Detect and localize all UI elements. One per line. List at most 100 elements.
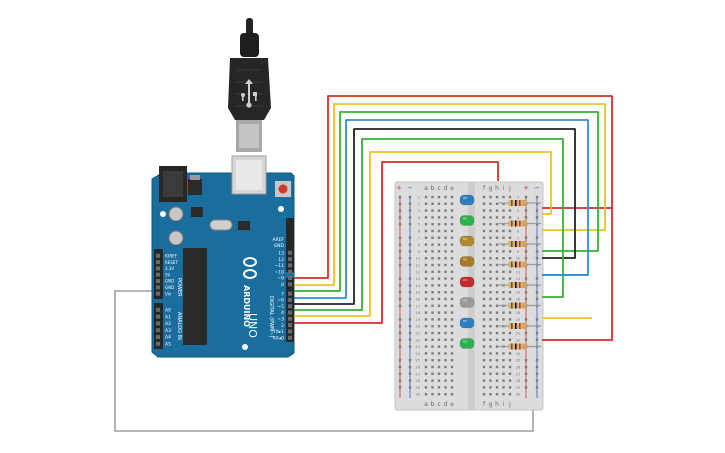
resistor[interactable] [499,343,541,350]
digital-pin-hole[interactable] [288,323,292,328]
breadboard-hole[interactable] [508,209,512,212]
analog-pin-hole[interactable] [156,335,160,339]
breadboard-hole[interactable] [444,338,447,341]
breadboard-hole[interactable] [502,297,505,301]
breadboard-hole[interactable] [495,216,499,219]
rail-hole[interactable] [398,331,402,335]
analog-pin-hole[interactable] [156,321,160,326]
rail-hole[interactable] [535,202,539,205]
breadboard-hole[interactable] [424,338,428,341]
breadboard-hole[interactable] [437,304,441,307]
digital-pin-hole[interactable] [288,297,292,302]
breadboard-hole[interactable] [450,243,454,246]
breadboard-hole[interactable] [444,209,447,212]
breadboard-hole[interactable] [450,250,454,253]
breadboard-hole[interactable] [431,318,434,321]
breadboard-hole[interactable] [489,243,492,246]
breadboard-hole[interactable] [437,297,441,301]
breadboard-hole[interactable] [450,236,454,239]
breadboard-hole[interactable] [424,270,428,273]
breadboard-hole[interactable] [489,257,492,260]
breadboard-hole[interactable] [502,379,505,382]
breadboard-hole[interactable] [450,365,454,369]
rail-hole[interactable] [535,338,539,341]
breadboard-hole[interactable] [424,325,428,328]
breadboard-hole[interactable] [482,304,486,307]
breadboard-hole[interactable] [431,325,434,328]
breadboard-hole[interactable] [502,359,505,362]
breadboard-hole[interactable] [489,386,492,389]
rail-hole[interactable] [524,386,528,389]
rail-hole[interactable] [398,359,402,362]
breadboard-hole[interactable] [489,229,492,233]
breadboard-hole[interactable] [437,284,441,287]
breadboard-hole[interactable] [424,379,428,382]
breadboard-hole[interactable] [444,331,447,335]
rail-hole[interactable] [535,365,539,369]
breadboard-hole[interactable] [495,284,499,287]
breadboard-hole[interactable] [444,229,447,233]
breadboard-hole[interactable] [431,365,434,369]
power-pin-hole[interactable] [156,253,160,258]
breadboard-hole[interactable] [508,216,512,219]
breadboard-hole[interactable] [489,311,492,314]
breadboard-hole[interactable] [495,209,499,212]
breadboard-hole[interactable] [450,304,454,307]
breadboard-hole[interactable] [502,393,505,396]
breadboard-hole[interactable] [444,250,447,253]
breadboard-hole[interactable] [495,297,499,301]
breadboard-hole[interactable] [437,338,441,341]
rail-hole[interactable] [524,250,528,253]
breadboard-hole[interactable] [424,223,428,226]
rail-hole[interactable] [535,372,539,375]
breadboard-hole[interactable] [437,236,441,239]
breadboard-hole[interactable] [437,345,441,348]
digital-pin-hole[interactable] [288,257,292,262]
breadboard-hole[interactable] [431,229,434,233]
power-pin-hole[interactable] [156,285,160,290]
breadboard-hole[interactable] [424,331,428,335]
breadboard-hole[interactable] [431,352,434,355]
breadboard-hole[interactable] [502,365,505,369]
breadboard-hole[interactable] [482,236,486,239]
rail-hole[interactable] [524,216,528,219]
breadboard-hole[interactable] [482,216,486,219]
breadboard-hole[interactable] [444,359,447,362]
breadboard-hole[interactable] [495,291,499,294]
breadboard-hole[interactable] [489,338,492,341]
breadboard-hole[interactable] [495,250,499,253]
rail-hole[interactable] [408,250,412,253]
breadboard-hole[interactable] [508,311,512,314]
breadboard-hole[interactable] [444,195,447,199]
breadboard-hole[interactable] [482,297,486,301]
breadboard-hole[interactable] [431,393,434,396]
breadboard-hole[interactable] [482,250,486,253]
breadboard-hole[interactable] [508,365,512,369]
breadboard-hole[interactable] [444,284,447,287]
resistor[interactable] [499,323,541,329]
digital-pin-hole[interactable] [288,329,292,334]
breadboard-hole[interactable] [437,352,441,355]
breadboard-hole[interactable] [450,297,454,301]
rail-hole[interactable] [535,291,539,294]
rail-hole[interactable] [408,257,412,260]
breadboard-hole[interactable] [508,297,512,301]
breadboard-hole[interactable] [424,345,428,348]
breadboard-hole[interactable] [482,243,486,246]
breadboard-hole[interactable] [495,195,499,199]
signal-wire[interactable] [542,208,613,341]
breadboard-hole[interactable] [424,372,428,375]
breadboard-hole[interactable] [482,331,486,335]
breadboard-hole[interactable] [431,270,434,273]
breadboard-hole[interactable] [431,195,434,199]
breadboard-hole[interactable] [502,386,505,389]
rail-hole[interactable] [524,379,528,382]
breadboard-hole[interactable] [444,291,447,294]
breadboard-hole[interactable] [424,243,428,246]
breadboard-hole[interactable] [444,311,447,314]
rail-hole[interactable] [398,304,402,307]
breadboard-hole[interactable] [450,311,454,314]
breadboard-hole[interactable] [444,270,447,273]
rail-hole[interactable] [524,236,528,239]
